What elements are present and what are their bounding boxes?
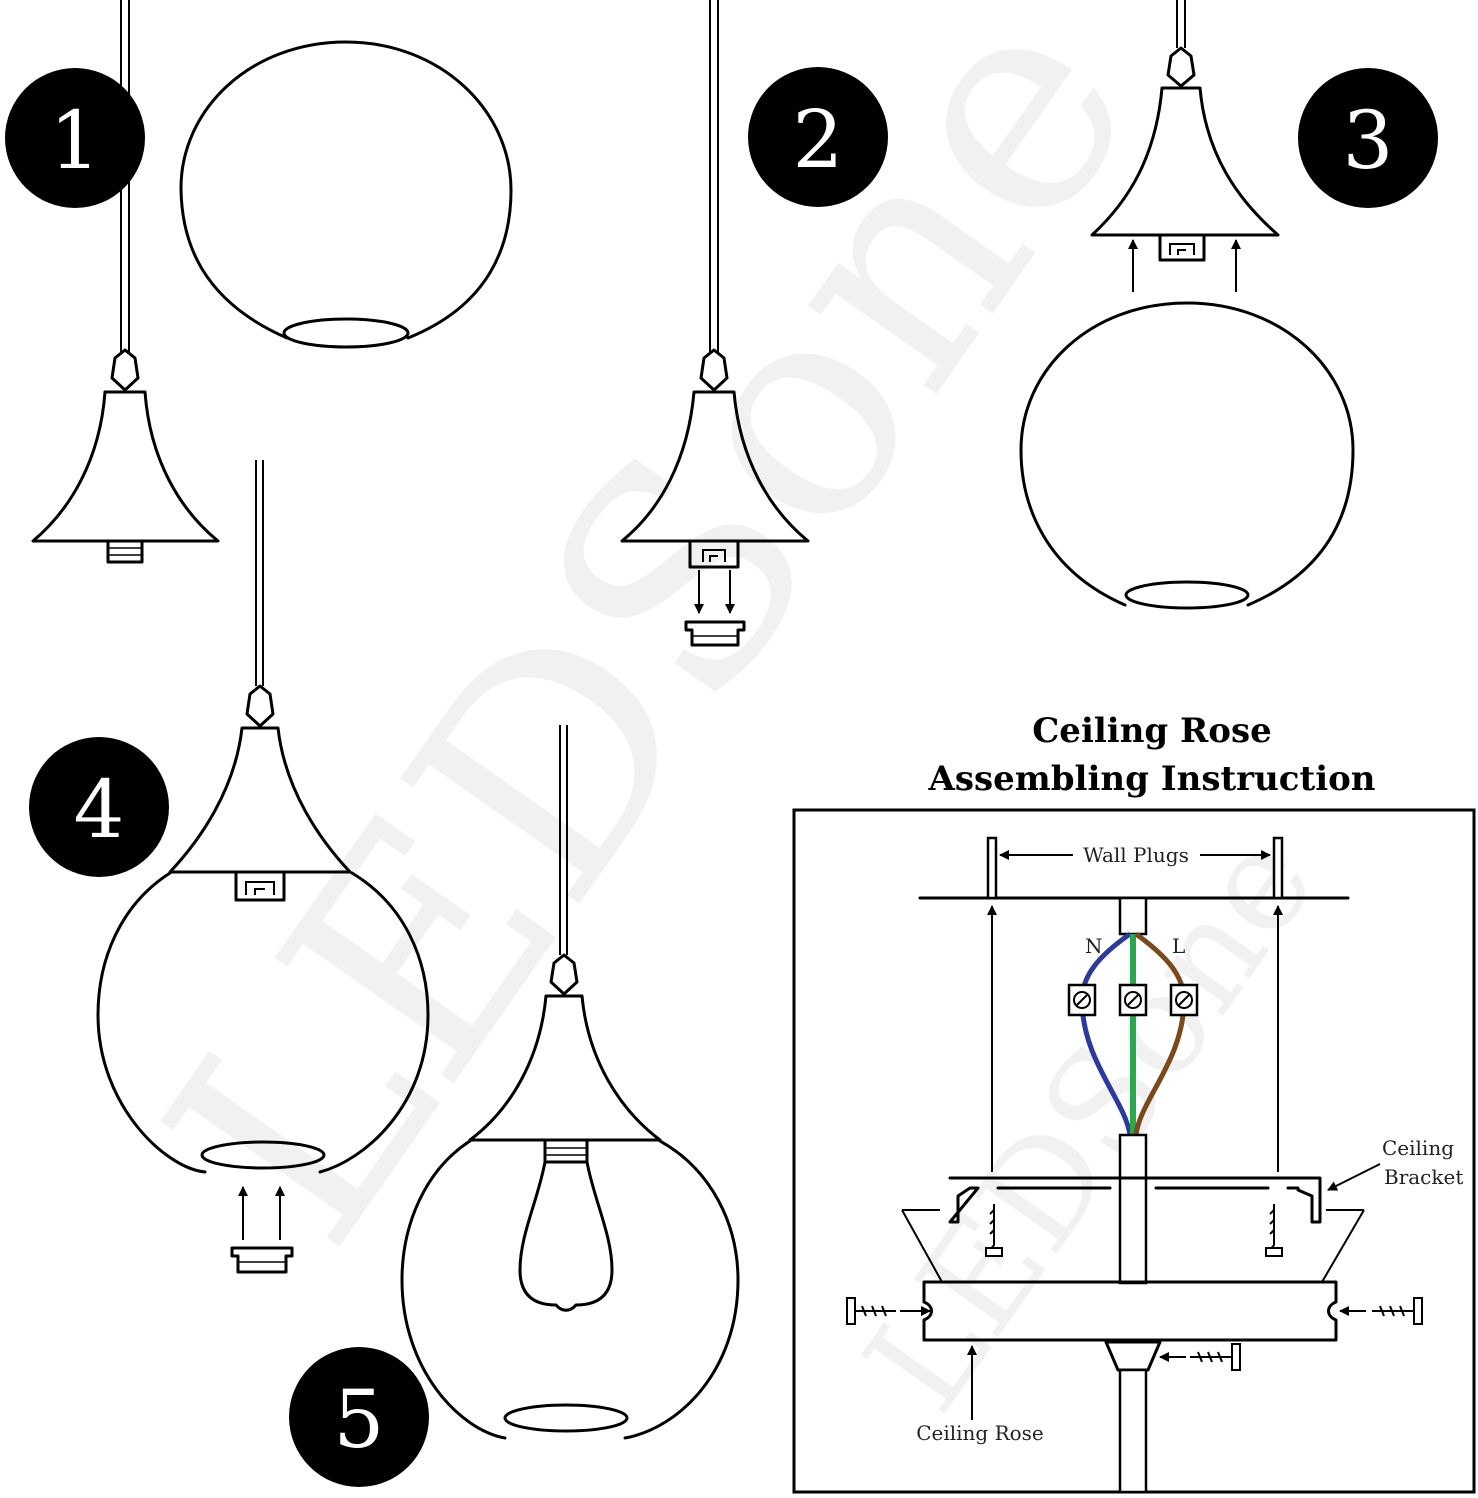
wall-plugs-label: Wall Plugs <box>1083 843 1189 867</box>
step-5-badge <box>289 1347 429 1487</box>
side-screws <box>846 1297 1423 1325</box>
step-3: 3 <box>1019 0 1438 610</box>
socket-ring <box>230 1246 294 1274</box>
wall-plug-left <box>986 836 998 900</box>
step-2-badge <box>748 67 888 207</box>
glass-globe <box>96 871 430 1174</box>
lamp-shade <box>168 684 352 902</box>
step-2-number: 2 <box>793 93 844 186</box>
ceiling-rose-title-line1: Ceiling Rose <box>1032 711 1271 751</box>
step-5: 5 <box>289 725 740 1487</box>
step-1-badge <box>5 68 145 208</box>
ceiling-rose-instruction: Ceiling Rose Assembling Instruction Wall… <box>792 711 1476 1494</box>
ceiling-bracket-label-line2: Bracket <box>1384 1165 1463 1189</box>
lamp-shade <box>620 348 810 569</box>
socket-ring <box>684 620 746 647</box>
glass-globe <box>1019 301 1355 607</box>
step-5-number: 5 <box>334 1373 385 1466</box>
step-2: 2 <box>620 0 888 647</box>
step-1: 1 <box>5 0 513 564</box>
terminal-blocks <box>1067 983 1199 1017</box>
step-4-number: 4 <box>74 763 125 856</box>
step-3-number: 3 <box>1343 94 1394 187</box>
step-3-badge <box>1298 68 1438 208</box>
neutral-label: N <box>1085 934 1103 958</box>
glass-globe <box>400 1139 740 1440</box>
cord-grip <box>1104 1340 1241 1494</box>
step-4: 4 <box>29 460 430 1274</box>
step-1-number: 1 <box>50 94 101 187</box>
step-4-badge <box>29 737 169 877</box>
ceiling-bracket <box>948 1176 1322 1224</box>
lamp-shade <box>31 348 220 564</box>
svg-text:LEDSone: LEDSone <box>834 805 1346 1440</box>
ceiling-bracket-label-line1: Ceiling <box>1382 1136 1454 1160</box>
glass-globe <box>179 40 513 340</box>
lamp-shade <box>1090 46 1280 262</box>
live-label: L <box>1172 934 1185 958</box>
cable-top <box>1118 896 1148 936</box>
cable-body <box>1118 1133 1148 1285</box>
edison-bulb <box>518 1138 614 1312</box>
ceiling-rose-title-line2: Assembling Instruction <box>927 759 1375 799</box>
wall-plug-right <box>1272 836 1284 900</box>
bracket-screws <box>985 1204 1283 1257</box>
ceiling-rose-label: Ceiling Rose <box>916 1421 1044 1445</box>
